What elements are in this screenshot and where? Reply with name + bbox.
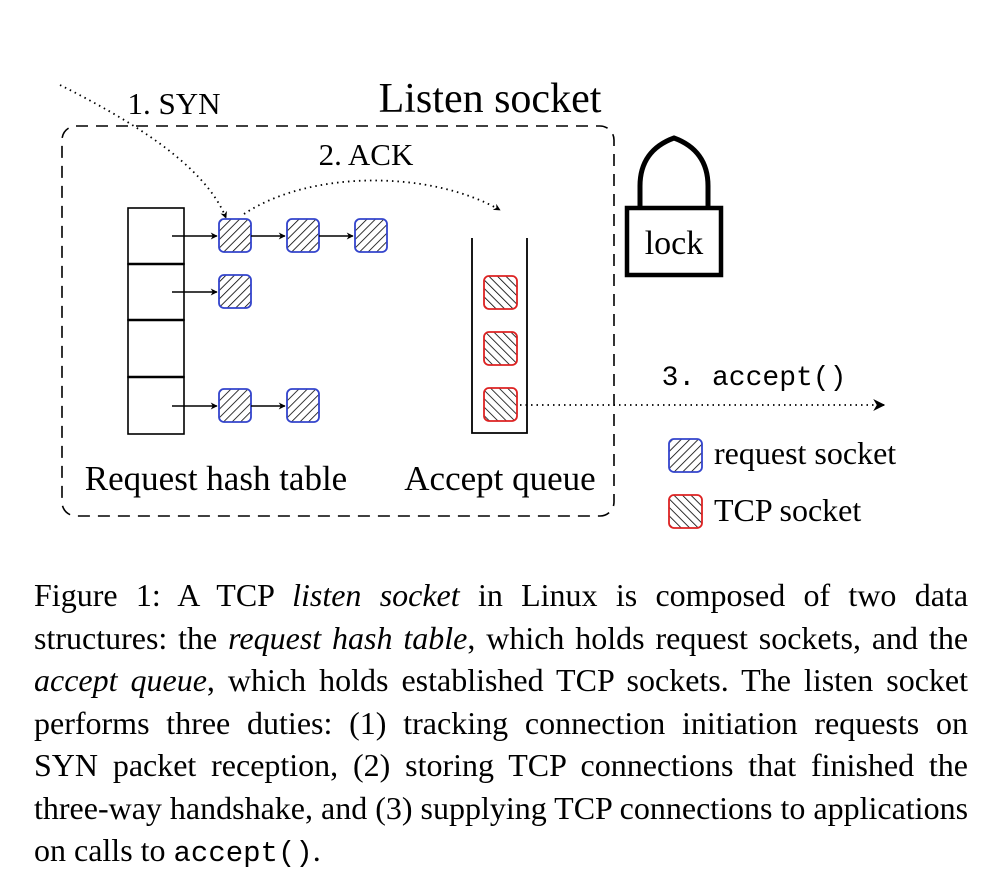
accept-queue — [471, 238, 528, 434]
caption-emphasis-request-hash-table: request hash table — [228, 619, 468, 656]
legend: request socket TCP socket — [668, 435, 896, 529]
tcp-socket — [483, 387, 518, 422]
accept-step-label: 3. accept() — [662, 363, 847, 394]
legend-tcp-socket-swatch — [668, 494, 703, 529]
request-socket — [218, 388, 252, 423]
request-socket — [218, 274, 252, 309]
lock-icon: lock — [624, 135, 724, 278]
legend-request-socket-swatch — [668, 438, 703, 473]
tcp-socket — [483, 331, 518, 366]
caption-text: Figure 1: A TCP — [34, 577, 293, 613]
syn-step-label: 1. SYN — [127, 86, 220, 121]
caption-text: , which holds established TCP sockets. T… — [34, 662, 969, 868]
request-socket — [286, 218, 320, 253]
listen-socket-title: Listen socket — [379, 76, 602, 122]
caption-text: , which holds request sockets, and the — [467, 619, 969, 656]
hash-bucket — [127, 319, 185, 378]
caption-text: . — [312, 832, 321, 868]
request-socket — [286, 388, 320, 423]
figure-caption: Figure 1: A TCP listen socket in Linux i… — [34, 574, 968, 876]
legend-request-socket-label: request socket — [714, 435, 896, 471]
request-hash-table-label: Request hash table — [85, 459, 347, 498]
accept-queue-label: Accept queue — [404, 459, 595, 498]
caption-emphasis-accept-queue: accept queue — [34, 662, 207, 698]
request-socket — [218, 218, 252, 253]
lock-label: lock — [645, 225, 704, 262]
tcp-socket — [483, 275, 518, 310]
caption-text: in Linux is composed of two data structu… — [34, 577, 969, 656]
caption-code-accept: accept() — [173, 837, 313, 870]
request-socket — [354, 218, 388, 253]
legend-tcp-socket-label: TCP socket — [714, 492, 861, 528]
caption-emphasis-listen-socket: listen socket — [292, 577, 460, 613]
ack-step-label: 2. ACK — [319, 137, 414, 172]
listen-socket-boundary — [61, 125, 615, 517]
ack-arrow — [243, 179, 501, 215]
request-hash-table — [127, 207, 185, 435]
